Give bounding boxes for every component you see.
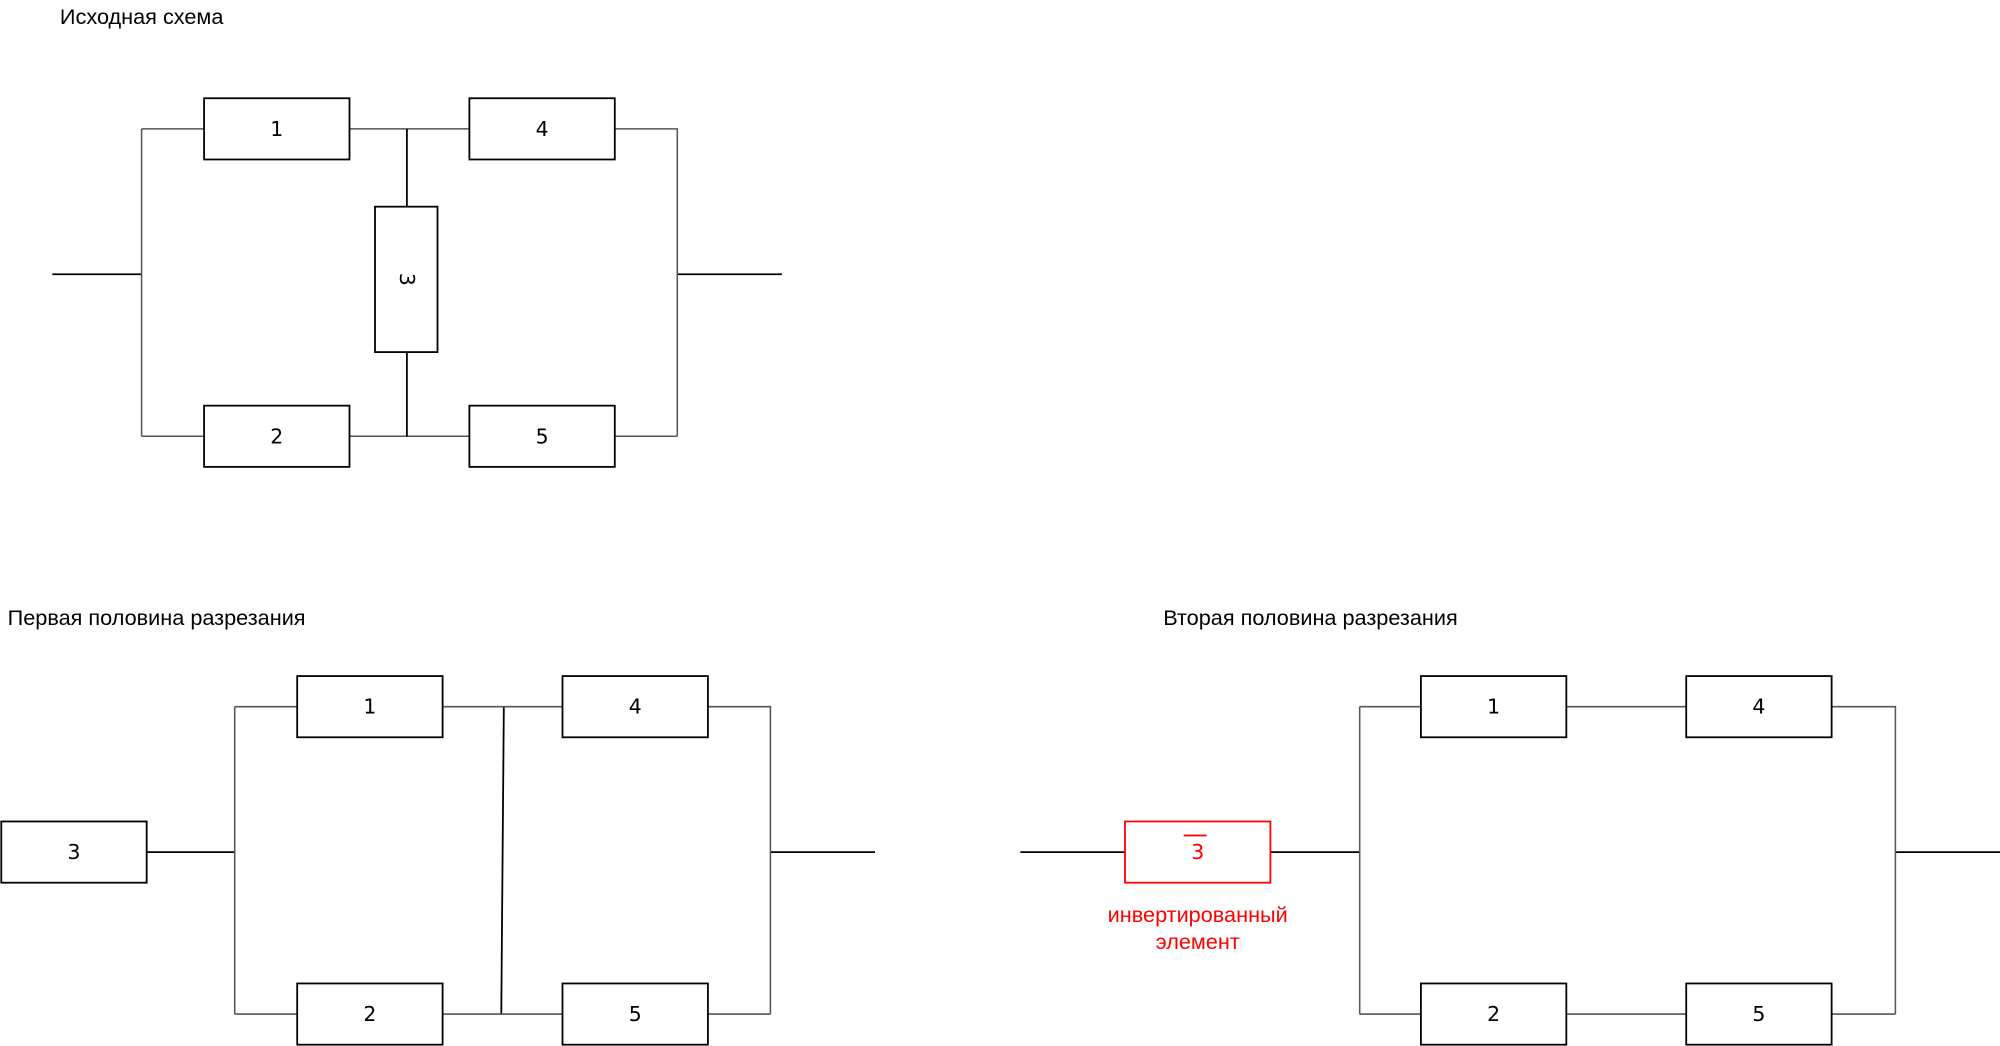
- element-2: [1420, 982, 1568, 1046]
- second-half-title: Вторая половина разрезания: [1163, 605, 1457, 630]
- element-4-label: 4: [1752, 695, 1765, 719]
- element-1-label: 1: [363, 695, 376, 719]
- element-3: [374, 205, 439, 353]
- element-2-label: 2: [1487, 1002, 1500, 1026]
- element-1-label: 1: [1487, 695, 1500, 719]
- inverted-note-line1: инвертированный: [1108, 902, 1288, 927]
- element-5-label: 5: [629, 1002, 642, 1026]
- element-2: [203, 404, 351, 468]
- element-3: [0, 820, 148, 884]
- inverted-note-line2: элемент: [1156, 929, 1240, 954]
- element-4-label: 4: [536, 117, 549, 141]
- element-4-label: 4: [629, 695, 642, 719]
- element-1: [296, 675, 444, 739]
- inverted-element-3: [1124, 820, 1272, 884]
- io-wires: [146, 706, 875, 1015]
- element-5-label: 5: [1752, 1002, 1765, 1026]
- element-3-label: 3: [67, 840, 80, 864]
- element-4: [468, 97, 616, 161]
- wires: [233, 705, 772, 1015]
- element-2-label: 2: [270, 424, 283, 448]
- first-half-title: Первая половина разрезания: [8, 605, 306, 630]
- inverted-element-3-label: 3: [1191, 840, 1204, 864]
- element-1-label: 1: [270, 117, 283, 141]
- element-2-label: 2: [363, 1002, 376, 1026]
- original-scheme: Исходная схема 1 4 3 2 5: [52, 4, 782, 468]
- element-5: [561, 982, 709, 1046]
- element-5: [468, 404, 616, 468]
- first-half-scheme: Первая половина разрезания 3 1 4 2 5: [0, 605, 875, 1046]
- element-1: [1420, 675, 1568, 739]
- element-3-label: 3: [395, 273, 419, 286]
- element-2: [296, 982, 444, 1046]
- element-1: [203, 97, 351, 161]
- original-title: Исходная схема: [60, 4, 224, 29]
- second-half-scheme: Вторая половина разрезания 3 инвертирова…: [1020, 605, 2000, 1046]
- element-5: [1685, 982, 1833, 1046]
- wires: [1358, 705, 1897, 1015]
- element-4: [561, 675, 709, 739]
- wires: [140, 128, 679, 438]
- element-5-label: 5: [536, 424, 549, 448]
- element-4: [1685, 675, 1833, 739]
